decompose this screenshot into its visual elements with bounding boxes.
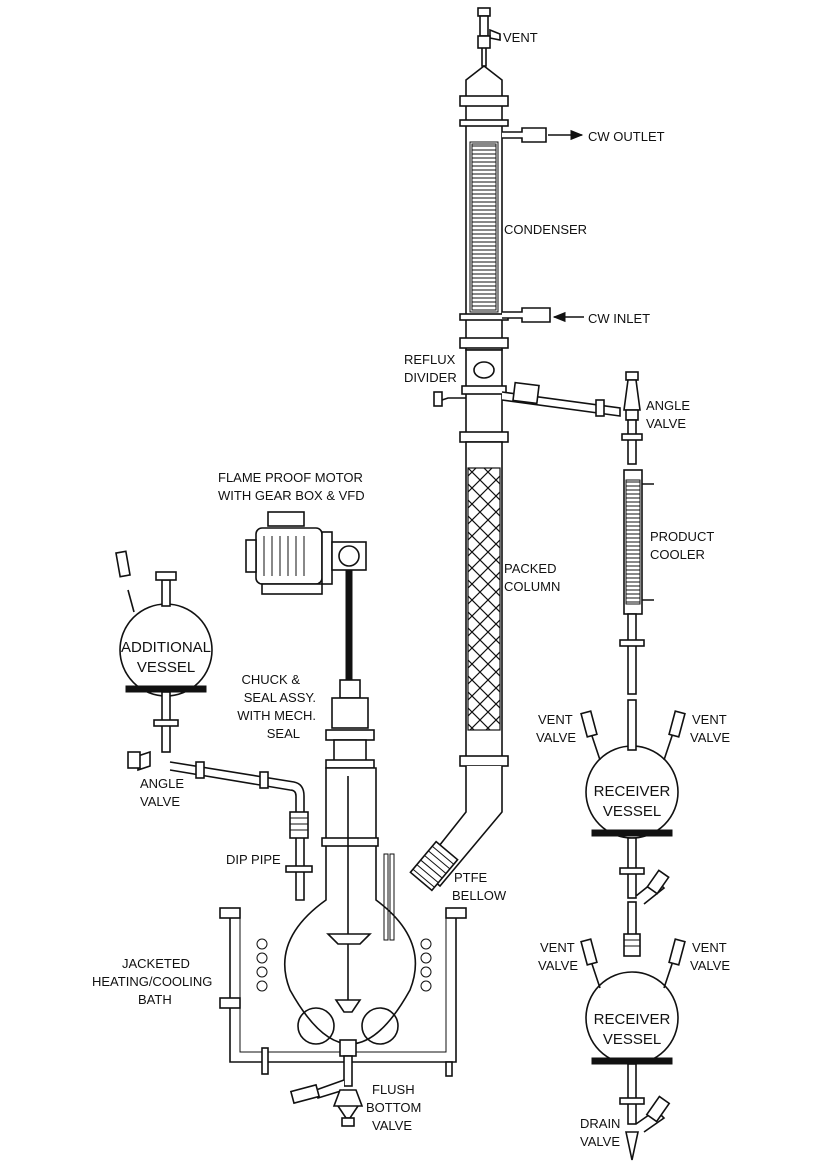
label-receiver-vessel-1: RECEIVER bbox=[594, 783, 671, 800]
reactor-vessel bbox=[283, 767, 417, 1045]
additional-vessel bbox=[115, 550, 213, 772]
label-chuck-3: WITH MECH. bbox=[237, 708, 316, 723]
label-drain-valve-2: VALVE bbox=[580, 1134, 620, 1149]
label-chuck-2: SEAL ASSY. bbox=[244, 690, 316, 705]
label-cw-outlet: CW OUTLET bbox=[588, 129, 665, 144]
label-vent-valve-c: VENT bbox=[540, 940, 575, 955]
receiver-vessel-2 bbox=[580, 938, 686, 1161]
label-vent-top: VENT bbox=[503, 30, 538, 45]
condenser bbox=[459, 64, 584, 351]
flame-proof-motor bbox=[245, 511, 367, 595]
top-vent-valve bbox=[477, 7, 501, 67]
label-vent-valve-a: VENT bbox=[538, 712, 573, 727]
label-additional-vessel: ADDITIONAL bbox=[121, 639, 211, 656]
flush-bottom-valve bbox=[289, 1039, 364, 1127]
reflux-divider bbox=[433, 349, 621, 443]
label-vent-valve-b-2: VALVE bbox=[690, 730, 730, 745]
label-drain-valve: DRAIN bbox=[580, 1116, 620, 1131]
label-bath-3: BATH bbox=[138, 992, 172, 1007]
label-angle-valve-left-2: VALVE bbox=[140, 794, 180, 809]
label-vent-valve-a-2: VALVE bbox=[536, 730, 576, 745]
label-product-cooler-2: COOLER bbox=[650, 547, 705, 562]
label-packed-column: PACKED bbox=[504, 561, 557, 576]
label-vent-valve-d-2: VALVE bbox=[690, 958, 730, 973]
label-chuck: CHUCK & bbox=[241, 672, 300, 687]
ptfe-bellow bbox=[409, 840, 459, 892]
label-receiver-vessel-2-2: VESSEL bbox=[603, 1031, 661, 1048]
label-dip-pipe: DIP PIPE bbox=[226, 852, 281, 867]
label-vent-valve-b: VENT bbox=[692, 712, 727, 727]
dip-pipe bbox=[169, 761, 313, 901]
label-packed-column-2: COLUMN bbox=[504, 579, 560, 594]
label-vent-valve-c-2: VALVE bbox=[538, 958, 578, 973]
angle-valve-top bbox=[621, 371, 643, 465]
label-motor-2: WITH GEAR BOX & VFD bbox=[218, 488, 365, 503]
label-reflux-divider-2: DIVIDER bbox=[404, 370, 457, 385]
label-angle-valve-top-2: VALVE bbox=[646, 416, 686, 431]
receiver-vessel-1 bbox=[580, 699, 686, 957]
label-angle-valve-top: ANGLE bbox=[646, 398, 690, 413]
label-product-cooler: PRODUCT bbox=[650, 529, 714, 544]
packed-column bbox=[418, 441, 509, 888]
label-reflux-divider: REFLUX bbox=[404, 352, 456, 367]
label-cw-inlet: CW INLET bbox=[588, 311, 650, 326]
label-ptfe-bellow: PTFE bbox=[454, 870, 488, 885]
label-bath-2: HEATING/COOLING bbox=[92, 974, 212, 989]
label-angle-valve-left: ANGLE bbox=[140, 776, 184, 791]
label-additional-vessel-2: VESSEL bbox=[137, 659, 195, 676]
label-motor: FLAME PROOF MOTOR bbox=[218, 470, 363, 485]
chuck-and-seal-assembly bbox=[325, 569, 375, 777]
label-flush-valve-2: BOTTOM bbox=[366, 1100, 421, 1115]
label-condenser: CONDENSER bbox=[504, 222, 587, 237]
label-vent-valve-d: VENT bbox=[692, 940, 727, 955]
label-flush-valve-3: VALVE bbox=[372, 1118, 412, 1133]
product-cooler bbox=[619, 469, 654, 695]
label-ptfe-bellow-2: BELLOW bbox=[452, 888, 507, 903]
label-bath: JACKETED bbox=[122, 956, 190, 971]
label-flush-valve: FLUSH bbox=[372, 1082, 415, 1097]
label-receiver-vessel-1-2: VESSEL bbox=[603, 803, 661, 820]
label-chuck-4: SEAL bbox=[267, 726, 300, 741]
label-receiver-vessel-2: RECEIVER bbox=[594, 1011, 671, 1028]
